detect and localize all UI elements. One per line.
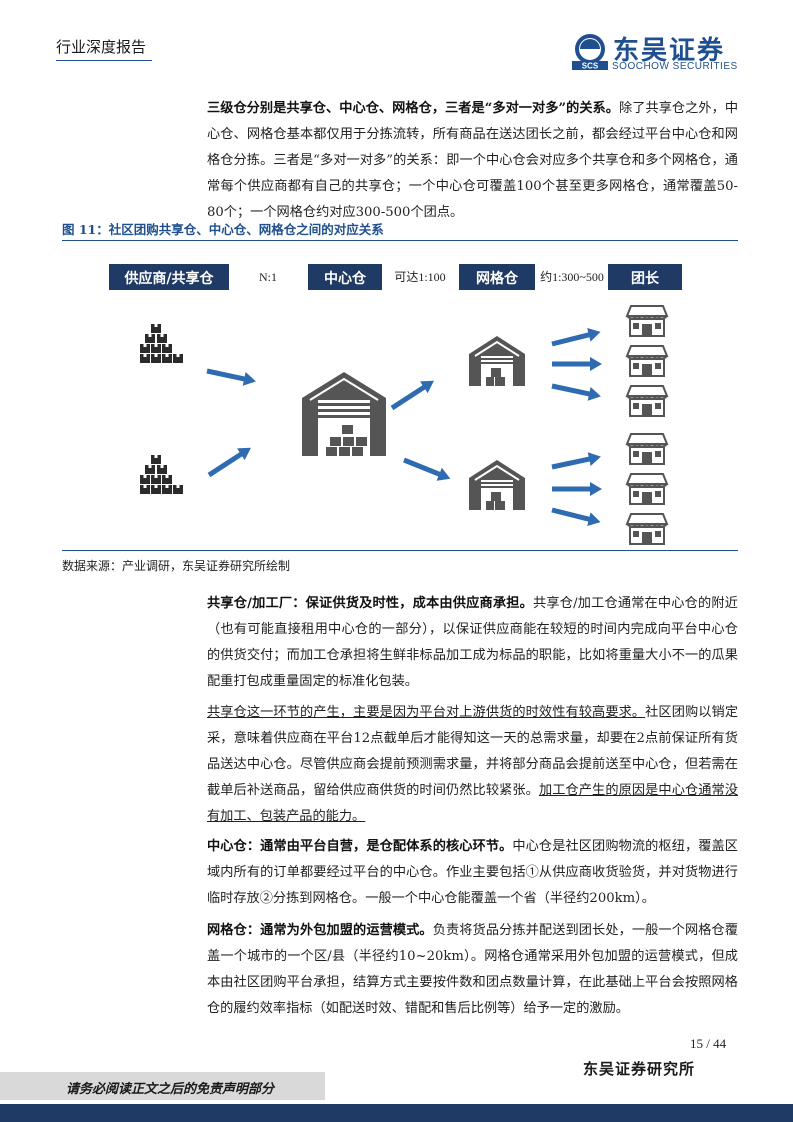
label-grid-box [459, 264, 535, 290]
institute-name: 东吴证券研究所 [583, 1060, 696, 1078]
footer-bar [0, 1104, 793, 1122]
section-grid-text: 负责将货品分拣并配送到团长处，一般一个网格仓覆盖一个城市的一个区/县（半径约10… [207, 923, 739, 1016]
figure-caption: 图 11：社区团购共享仓、中心仓、网格仓之间的对应关系 [62, 222, 384, 237]
figure-source: 数据来源：产业调研，东吴证券研究所绘制 [62, 559, 291, 573]
arrow-grid-bottom-to-store-1 [550, 449, 603, 474]
document-type: 行业深度报告 [56, 38, 147, 56]
arrow-grid-top-to-store-1 [550, 325, 603, 351]
intro-bold-lead: 三级仓分别是共享仓、中心仓、网格仓，三者是“多对一对多”的关系。 [207, 101, 620, 116]
figure-caption-rule [62, 240, 738, 241]
grid-warehouse-icon-top [468, 335, 526, 387]
section-grid-warehouse: 网格仓：通常为外包加盟的运营模式。负责将货品分拣并配送到团长处，一般一个网格仓覆… [207, 918, 738, 1022]
center-warehouse-icon [302, 372, 386, 456]
store-icon-2 [626, 345, 668, 377]
intro-text: 除了共享仓之外，中心仓、网格仓基本都仅用于分拣流转，所有商品在送达团长之前，都会… [207, 101, 739, 220]
section-grid-bold: 网格仓：通常为外包加盟的运营模式。 [207, 923, 433, 938]
figure-bottom-rule [62, 550, 738, 551]
label-grid: 网格仓 [476, 270, 519, 287]
logo-chinese-name: 东吴证券 [613, 36, 726, 66]
arrow-grid-bottom-to-store-2 [552, 482, 602, 496]
logo-english-name: SOOCHOW SECURITIES [612, 61, 738, 72]
soochow-logo-icon: SCS [572, 34, 608, 71]
section-shared-bold: 共享仓/加工厂：保证供货及时性，成本由供应商承担。 [207, 596, 533, 611]
arrow-supplier-top-to-center [205, 364, 258, 389]
section-reason-underline: 共享仓这一环节的产生，主要是因为平台对上游供货的时效性有较高要求。 [207, 705, 646, 720]
store-icon-4 [626, 433, 668, 465]
section-shared-text: 共享仓/加工仓通常在中心仓的附近（也有可能直接租用中心仓的一部分），以保证供应商… [207, 596, 738, 689]
footer-disclaimer-band [0, 1072, 325, 1100]
intro-paragraph: 三级仓分别是共享仓、中心仓、网格仓，三者是“多对一对多”的关系。除了共享仓之外，… [207, 96, 738, 226]
section-center-text: 中心仓是社区团购物流的枢纽，覆盖区域内所有的订单都要经过平台的中心仓。作业主要包… [207, 839, 738, 906]
section-center-warehouse: 中心仓：通常由平台自营，是仓配体系的核心环节。中心仓是社区团购物流的枢纽，覆盖区… [207, 834, 738, 912]
label-leader-box [608, 264, 682, 290]
label-center-box [308, 264, 382, 290]
logo-mark-text: SCS [582, 62, 599, 71]
arrow-supplier-bottom-to-center [205, 441, 255, 481]
section-reason-text: 社区团购以销定采，意味着供应商在平台12点截单后才能得知这一天的总需求量，却要在… [207, 705, 739, 798]
disclaimer-text: 请务必阅读正文之后的免责声明部分 [66, 1082, 275, 1097]
store-icon-1 [626, 305, 668, 337]
section-shared-warehouse: 共享仓/加工厂：保证供货及时性，成本由供应商承担。共享仓/加工仓通常在中心仓的附… [207, 591, 738, 695]
grid-warehouse-icon-bottom [468, 459, 526, 511]
header-underline [56, 60, 152, 61]
arrow-grid-bottom-to-store-3 [550, 503, 603, 529]
store-icon-3 [626, 385, 668, 417]
page-number: 15 / 44 [690, 1036, 727, 1051]
store-icon-6 [626, 513, 668, 545]
section-shared-reason: 共享仓这一环节的产生，主要是因为平台对上游供货的时效性有较高要求。社区团购以销定… [207, 700, 738, 830]
arrow-center-to-grid-top [388, 374, 438, 414]
arrow-grid-top-to-store-3 [550, 379, 603, 404]
arrow-grid-top-to-store-2 [552, 357, 602, 371]
ratio-n-to-1: N:1 [259, 270, 277, 284]
ratio-1-to-300-500: 约1:300~500 [540, 269, 604, 284]
arrow-center-to-grid-bottom [401, 453, 453, 486]
store-icon-5 [626, 473, 668, 505]
ratio-1-to-100: 可达1:100 [394, 270, 445, 284]
label-supplier-box [109, 264, 229, 290]
label-center: 中心仓 [324, 270, 367, 287]
supplier-boxes-icon-bottom [140, 455, 183, 494]
supplier-boxes-icon-top [140, 324, 183, 363]
label-supplier: 供应商/共享仓 [123, 270, 214, 287]
section-reason-underline-2: 加工仓产生的原因是中心仓通常没有加工、包装产品的能力。 [207, 783, 739, 824]
warehouse-relationship-diagram: 供应商/共享仓 N:1 中心仓 可达1:100 网格仓 约1:300~500 团… [109, 264, 682, 545]
section-center-bold: 中心仓：通常由平台自营，是仓配体系的核心环节。 [207, 839, 513, 854]
label-leader: 团长 [631, 270, 660, 287]
